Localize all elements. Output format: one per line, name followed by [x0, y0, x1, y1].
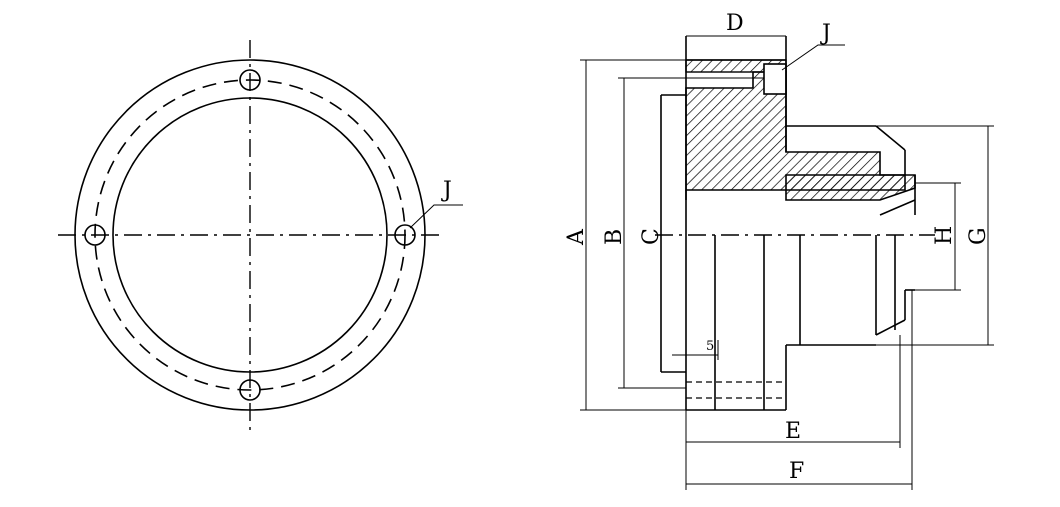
- bolt-hole-left: [84, 224, 106, 246]
- bolt-hole-bottom: [239, 379, 261, 401]
- label-d: D: [726, 11, 744, 36]
- label-c: C: [639, 228, 664, 245]
- label-j-side: J: [820, 21, 831, 46]
- label-a: A: [564, 228, 589, 246]
- lower-shell-nose: [875, 319, 906, 336]
- side-view: A B C D J 5 E F H: [564, 11, 994, 490]
- body-section-hatch: [685, 71, 906, 191]
- label-five: 5: [706, 339, 714, 354]
- label-g: G: [966, 227, 991, 245]
- bolt-hole-right: [394, 224, 416, 246]
- upper-shell-lip: [875, 125, 906, 151]
- leader-j-front: [409, 204, 463, 229]
- label-e: E: [785, 419, 801, 444]
- bolt-hole-top: [239, 69, 261, 91]
- label-f: F: [789, 459, 804, 484]
- label-b: B: [602, 229, 627, 245]
- front-view: J: [58, 40, 463, 430]
- label-j-front: J: [441, 178, 452, 203]
- label-h: H: [932, 226, 957, 245]
- nose-section-hatch: [785, 174, 916, 201]
- screw-slot: [763, 63, 787, 95]
- nose-chamfer: [879, 199, 916, 216]
- leader-j-side: [781, 44, 845, 71]
